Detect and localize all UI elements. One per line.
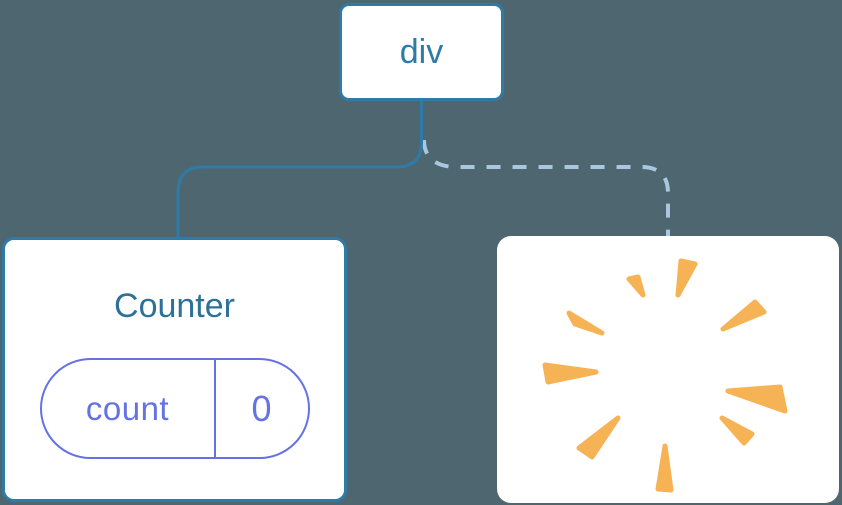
burst-ray [725,384,788,414]
counter-card: Counter count 0 [2,237,347,502]
edge-solid-counter [176,100,423,238]
state-pill-key: count [85,389,170,427]
burst-ray [720,299,767,332]
burst-ray [542,362,599,385]
burst-ray [675,258,698,298]
counter-card-title: Counter [114,287,235,325]
state-pill-value: 0 [213,360,308,457]
burst-ray [719,415,755,446]
burst-ray [655,443,674,493]
poof-starburst-icon [542,258,788,493]
edge-dashed-removed [422,139,670,238]
burst-ray [566,310,605,336]
burst-ray [626,274,646,298]
removed-card [497,236,839,503]
tree-node-div-label: div [399,32,444,71]
state-pill: count 0 [39,358,310,459]
tree-node-div: div [339,3,504,101]
burst-ray [576,415,621,460]
